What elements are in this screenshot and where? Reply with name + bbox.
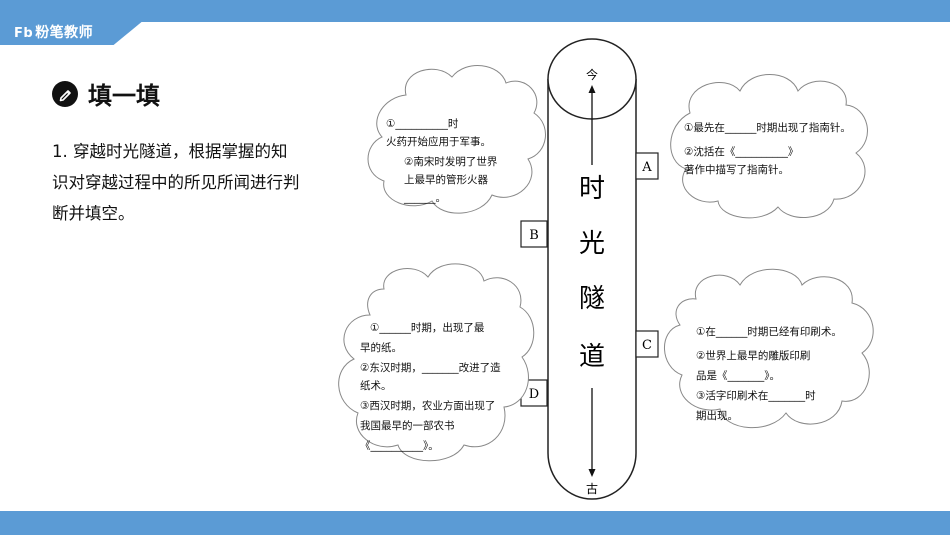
tunnel-title-char-4: 道	[579, 342, 605, 372]
box-c-label: C	[642, 338, 652, 353]
tunnel-bottom-label: 古	[586, 481, 598, 496]
down-arrow	[588, 388, 596, 477]
bottom-banner	[0, 511, 950, 535]
cloud-d	[338, 263, 535, 462]
top-banner	[0, 0, 950, 22]
cloud-c	[664, 268, 874, 428]
cloud-b-text: ①__________时 火药开始应用于军事。 ②南宋时发明了世界 上最早的管形…	[386, 118, 501, 204]
section-heading: 填一填	[52, 76, 160, 111]
tunnel-title-char-3: 隧	[579, 284, 605, 314]
section-title: 填一填	[88, 82, 160, 110]
box-c: C	[635, 330, 659, 358]
box-b: B	[520, 220, 548, 248]
time-tunnel-diagram: 今 时 光 隧 道 古 A B C D ①最先在______时期出现了指南针。 …	[338, 38, 874, 500]
box-d-label: D	[529, 387, 539, 402]
box-a-label: A	[641, 160, 652, 175]
cloud-a-text: ①最先在______时期出现了指南针。 ②沈括在《__________》 著作中…	[684, 121, 854, 176]
pencil-icon	[52, 80, 78, 107]
tunnel	[547, 38, 637, 500]
cloud-d-text: ①______时期，出现了最 早的纸。 ②东汉时期，_______改进了造 纸术…	[360, 321, 504, 452]
logo-text: 粉笔教师	[35, 25, 94, 41]
logo-mark: Fb	[14, 26, 34, 41]
cloud-a	[670, 74, 868, 219]
box-b-label: B	[529, 228, 539, 243]
cloud-c-text: ①在______时期已经有印刷术。 ②世界上最早的雕版印刷 品是《_______…	[696, 325, 845, 422]
cloud-b	[367, 65, 546, 214]
question-text: 1. 穿越时光隧道，根据掌握的知识对穿越过程中的所见所闻进行判断并填空。	[52, 142, 300, 223]
tunnel-title-char-2: 光	[579, 229, 605, 259]
logo-tab	[0, 0, 142, 45]
tunnel-title-char-1: 时	[579, 174, 605, 204]
tunnel-top-label: 今	[586, 67, 598, 82]
up-arrow	[588, 85, 596, 165]
box-a: A	[635, 152, 659, 180]
